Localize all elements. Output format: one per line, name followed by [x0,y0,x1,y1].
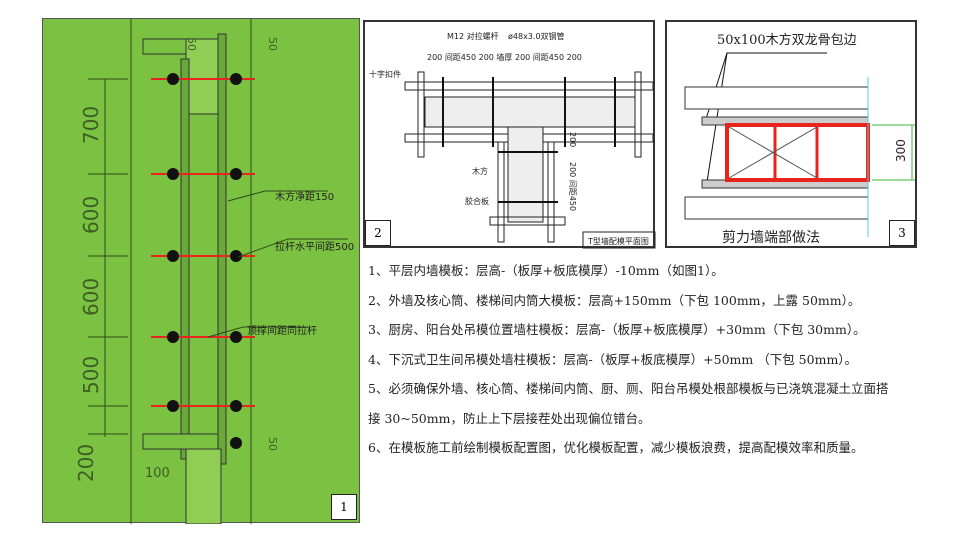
dim-600a: 600 [79,196,103,234]
dim-50-top: 50 [185,37,198,51]
note-item: 2、外墙及核心筒、楼梯间内筒大模板：层高+150mm（下包 100mm，上露 5… [368,292,861,308]
figure-number: 2 [365,220,391,246]
label-tie-spacing: 拉杆水平间距500 [275,240,354,253]
dim-v1: 200 [568,132,577,147]
label-pipe: ø48x3.0双钢管 [508,31,565,41]
dim-300: 300 [894,139,908,162]
figure-3-shear-wall-end: 50x100木方双龙骨包边 300 剪力墙端部做法 3 [665,20,917,248]
note-item: 接 30~50mm，防止上下层接茬处出现偏位错台。 [368,410,651,426]
note-item: 6、在模板施工前绘制模板配置图，优化模板配置，减少模板浪费，提高配模效率和质量。 [368,440,864,455]
dim-600b: 600 [79,278,103,316]
clamp-icons [167,73,242,449]
figure-3-drawing: 50x100木方双龙骨包边 300 剪力墙端部做法 [684,32,915,246]
note-item: 4、下沉式卫生间吊模处墙柱模板：层高-（板厚+板底模厚）+50mm （下包 50… [368,351,858,367]
dim-100: 100 [145,466,170,481]
note-item: 1、平层内墙模板：层高-（板厚+板底模厚）-10mm（如图1）。 [368,263,724,278]
figure-title: 剪力墙端部做法 [722,230,820,246]
notes-list: 1、平层内墙模板：层高-（板厚+板底模厚）-10mm（如图1）。 2、外墙及核心… [368,256,928,463]
label-timber-edge: 50x100木方双龙骨包边 [717,32,857,48]
label-prop-spacing: 顶撑间距同拉杆 [247,324,317,337]
dim-200: 200 [74,444,98,482]
label-cross-clamp: 十字扣件 [369,69,401,79]
figure-number: 1 [331,494,357,520]
label-plywood: 胶合板 [465,196,489,206]
note-item: 3、厨房、阳台处吊模位置墙柱模板：层高-（板厚+板底模厚）+30mm（下包 30… [368,322,866,337]
dim-50-bottom: 50 [266,437,279,451]
label-timber-spacing: 木方净距150 [275,190,334,203]
figure-number: 3 [889,220,915,246]
figure-2-t-wall-plan: M12 对拉螺杆 ø48x3.0双钢管 200 间距450 200 墙厚 200… [363,20,656,249]
label-tie-rod: M12 对拉螺杆 [447,31,499,41]
dims-top: 200 间距450 200 墙厚 200 间距450 200 [427,52,582,62]
figure-1-drawing: 700 600 600 500 200 100 50 50 50 木方净距150… [74,19,354,524]
label-timber: 木方 [472,166,488,176]
figure-1-wall-formwork-section: 700 600 600 500 200 100 50 50 50 木方净距150… [42,18,360,524]
dim-50-right: 50 [266,37,279,51]
dim-500: 500 [79,356,103,394]
dim-v2: 200 间距450 [568,162,577,211]
dim-700: 700 [79,106,103,144]
note-item: 5、必须确保外墙、核心筒、楼梯间内筒、厨、厕、阳台吊模处根部模板与已浇筑混凝土立… [368,381,889,396]
figure-title: T型墙配模平面图 [587,236,649,246]
figure-2-drawing: M12 对拉螺杆 ø48x3.0双钢管 200 间距450 200 墙厚 200… [369,31,656,249]
